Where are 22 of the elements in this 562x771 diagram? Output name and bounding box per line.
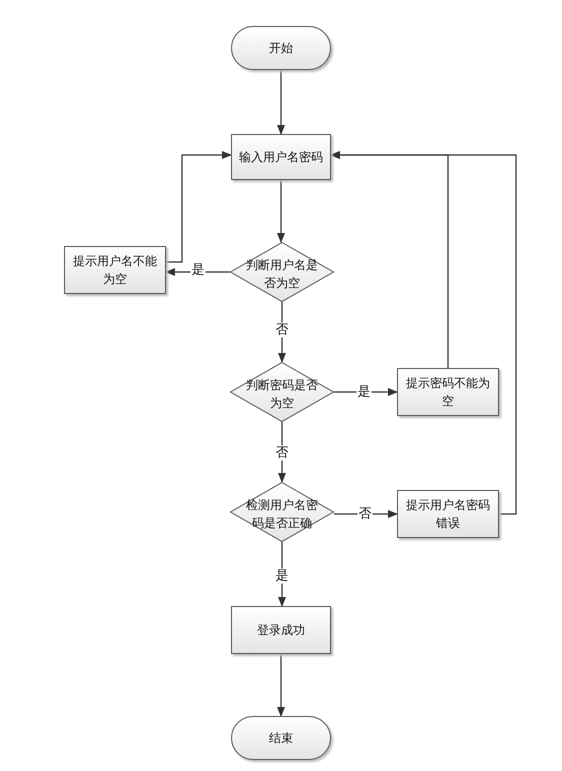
edge-label: 是	[356, 384, 372, 400]
arrow	[166, 151, 232, 263]
edge-label: 是	[274, 568, 290, 584]
edge-label: 否	[358, 506, 372, 522]
terminal-node: 结束	[231, 716, 331, 760]
decision-diamond: 检测用户名密码是否正确	[230, 482, 334, 542]
decision-diamond: 判断用户名是否为空	[230, 242, 334, 302]
process-box: 登录成功	[231, 606, 331, 654]
edge-label: 否	[274, 322, 290, 338]
process-box: 输入用户名密码	[231, 134, 331, 180]
edge-label: 否	[274, 446, 290, 460]
process-box: 提示用户名不能为空	[64, 246, 166, 294]
edge-label: 是	[190, 262, 206, 278]
arrow	[277, 654, 285, 717]
process-box: 提示密码不能为空	[397, 368, 499, 416]
arrow	[330, 151, 517, 515]
arrow	[277, 70, 285, 135]
decision-diamond: 判断密码是否为空	[230, 362, 334, 422]
terminal-node: 开始	[231, 26, 331, 70]
process-box: 提示用户名密码错误	[397, 490, 499, 538]
arrow	[277, 180, 285, 243]
arrow	[334, 388, 398, 396]
